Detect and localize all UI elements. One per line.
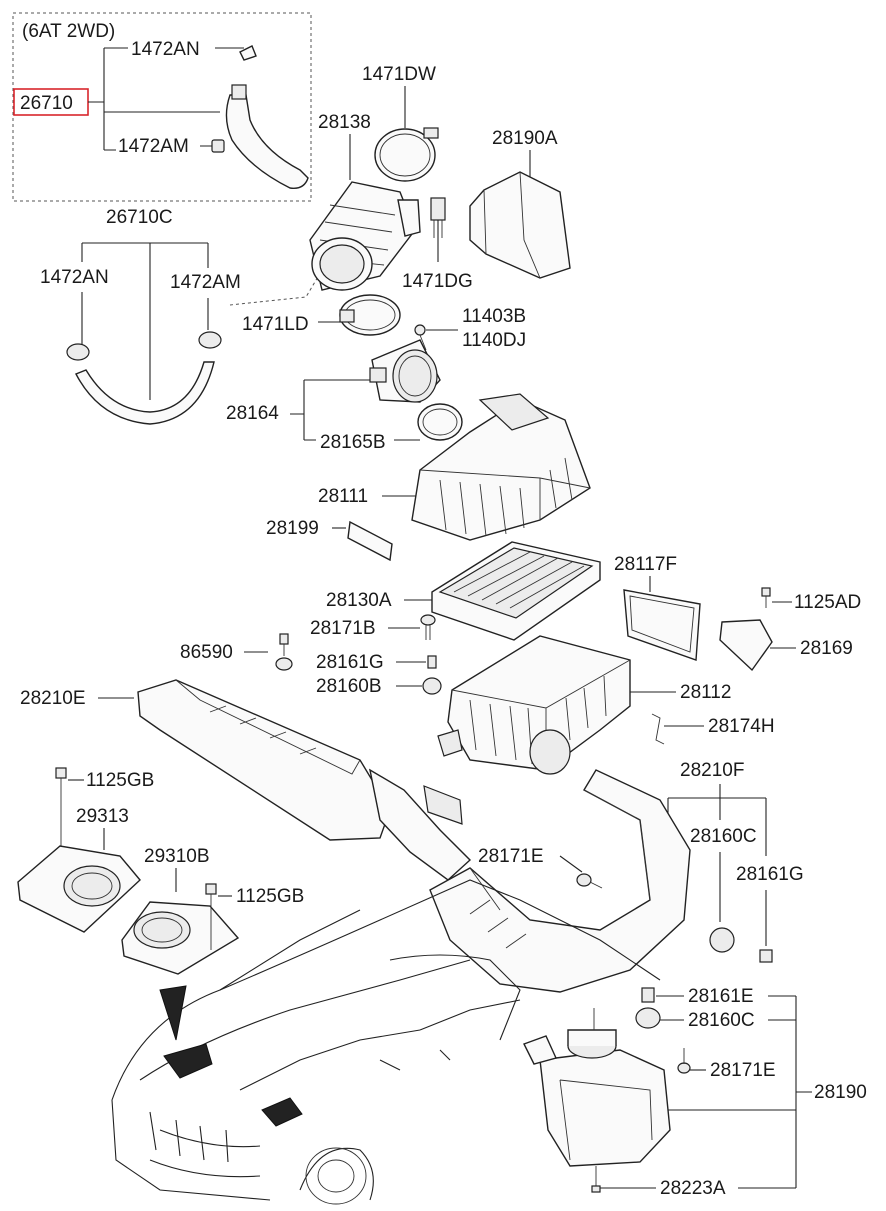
label-28199 (347, 520, 393, 562)
part-label-28161E[interactable]: 28161E (688, 986, 754, 1007)
sensor-1471DG (430, 197, 446, 238)
hose-26710C (66, 331, 222, 425)
part-label-28190A[interactable]: 28190A (492, 128, 558, 149)
clamp-1471DW (374, 128, 436, 182)
part-label-1471DW[interactable]: 1471DW (362, 64, 436, 85)
part-label-28111[interactable]: 28111 (318, 486, 368, 507)
vehicle-illustration (111, 879, 661, 1205)
grommet-28160B (422, 677, 442, 695)
part-label-26710C[interactable]: 26710C (106, 207, 173, 228)
part-label-28171B[interactable]: 28171B (310, 618, 376, 639)
part-label-28161G-upper[interactable]: 28161G (316, 652, 384, 673)
part-label-28117F[interactable]: 28117F (614, 554, 677, 575)
part-label-86590[interactable]: 86590 (180, 642, 233, 663)
intake-hose-28138 (309, 181, 421, 291)
part-label-28210E[interactable]: 28210E (20, 688, 86, 709)
grommet-28160C-upper (709, 927, 735, 953)
engine-cover-29313 (17, 845, 141, 933)
part-label-1125GB-upper[interactable]: 1125GB (86, 770, 154, 791)
part-label-28190[interactable]: 28190 (814, 1082, 867, 1103)
bracket-28169 (719, 619, 773, 672)
part-label-28199[interactable]: 28199 (266, 518, 319, 539)
part-label-1125AD[interactable]: 1125AD (794, 592, 861, 613)
bolt-1125GB-lower (205, 883, 217, 950)
part-label-1472AM[interactable]: 1472AM (170, 272, 241, 293)
part-label-28160C-upper[interactable]: 28160C (690, 826, 757, 847)
duct-28210E (137, 679, 472, 881)
part-label-28138[interactable]: 28138 (318, 112, 371, 133)
bolt-28171E-upper (576, 873, 603, 889)
grommet-28161G-lower (759, 949, 773, 963)
resonator-28190 (523, 1008, 671, 1167)
part-label-28223A[interactable]: 28223A (660, 1178, 726, 1199)
part-label-28160C-lower[interactable]: 28160C (688, 1010, 755, 1031)
part-label-29313[interactable]: 29313 (76, 806, 129, 827)
part-label-1472AN-top[interactable]: 1472AN (131, 39, 200, 60)
part-label-1472AM-top[interactable]: 1472AM (118, 136, 189, 157)
grommet-28160C-lower (635, 1007, 661, 1029)
part-label-28112[interactable]: 28112 (680, 682, 731, 703)
part-label-1471LD[interactable]: 1471LD (242, 314, 309, 335)
part-label-1140DJ[interactable]: 1140DJ (462, 330, 526, 351)
bolt-1125AD (761, 587, 771, 608)
part-label-28171E-upper[interactable]: 28171E (478, 846, 544, 867)
air-cleaner-body-28112 (437, 635, 631, 775)
clip-28174H (651, 713, 665, 745)
gasket-28165B (417, 403, 463, 441)
part-label-28161G-lower[interactable]: 28161G (736, 864, 804, 885)
grommet-28161G-upper (427, 655, 437, 669)
bolt-11403B (414, 324, 427, 351)
seal-28117F (623, 589, 701, 661)
part-label-28174H[interactable]: 28174H (708, 716, 775, 737)
part-label-29310B[interactable]: 29310B (144, 846, 210, 867)
engine-cover-29310B (121, 901, 240, 975)
variant-label: (6AT 2WD) (22, 21, 115, 42)
part-label-26710[interactable]: 26710 (20, 93, 73, 114)
airflow-sensor-28164 (369, 339, 441, 403)
part-label-28160B[interactable]: 28160B (316, 676, 382, 697)
part-label-28210F[interactable]: 28210F (680, 760, 744, 781)
part-label-28164[interactable]: 28164 (226, 403, 279, 424)
part-label-28171E-lower[interactable]: 28171E (710, 1060, 776, 1081)
duct-28210F (429, 769, 691, 993)
clip-86590 (275, 633, 293, 671)
bolt-28223A (591, 1166, 601, 1193)
air-cleaner-cover-28111 (411, 393, 591, 541)
inset-box (12, 12, 312, 202)
part-label-1125GB-lower[interactable]: 1125GB (236, 886, 304, 907)
bolt-28171E-lower (677, 1048, 691, 1074)
part-label-1472AN[interactable]: 1472AN (40, 267, 109, 288)
part-label-1471DG[interactable]: 1471DG (402, 271, 473, 292)
hose-26710 (211, 45, 309, 189)
bolt-28171B (420, 614, 436, 640)
air-filter-28130A (431, 541, 601, 641)
part-label-28169[interactable]: 28169 (800, 638, 853, 659)
part-label-11403B[interactable]: 11403B (462, 306, 526, 327)
grommet-28161E (641, 987, 655, 1003)
part-label-28130A[interactable]: 28130A (326, 590, 392, 611)
part-label-28165B[interactable]: 28165B (320, 432, 386, 453)
